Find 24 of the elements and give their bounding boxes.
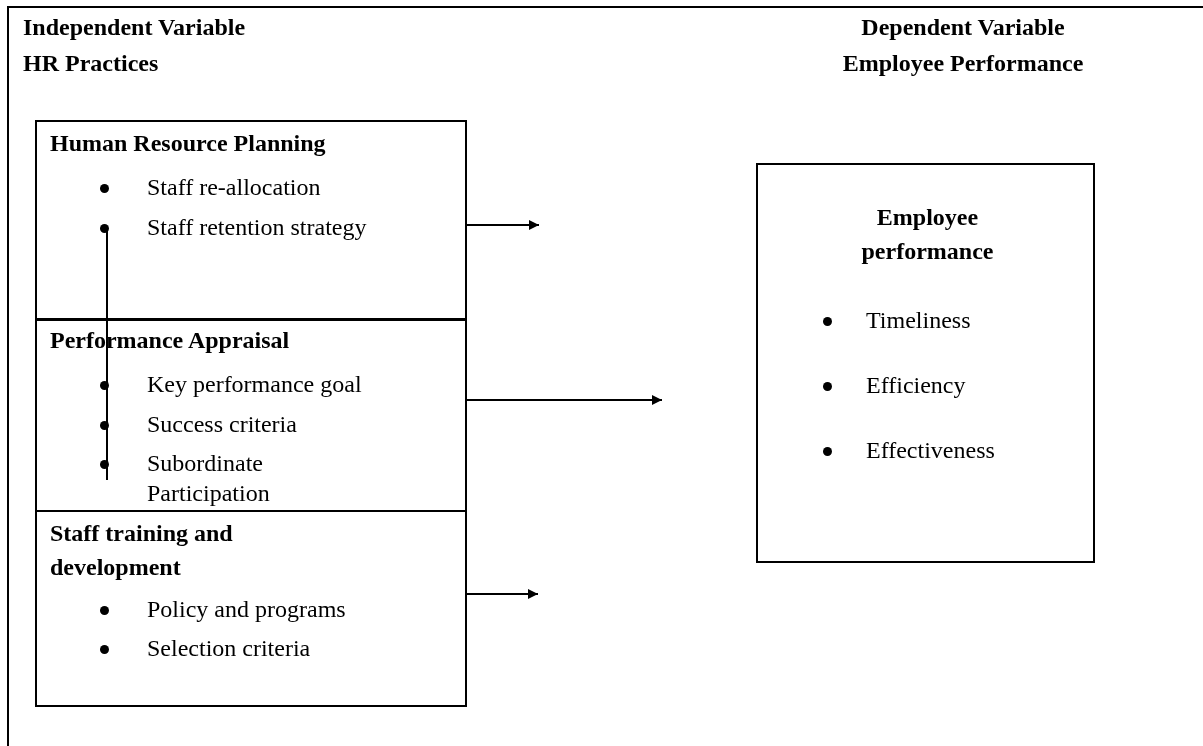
bullet-item: Policy and programs [147, 595, 347, 624]
bullet-item: Success criteria [147, 410, 298, 439]
arrow [466, 589, 539, 599]
bullet-item: Efficiency [866, 371, 967, 400]
variable-heading: Independent Variable [23, 13, 246, 42]
bullet-item: Timeliness [866, 306, 972, 335]
bullet-item: Selection criteria [147, 634, 312, 663]
bullet-item: Subordinate Participation [147, 449, 271, 508]
variable-heading: Dependent Variable [861, 13, 1065, 42]
box-heading: Human Resource Planning [50, 129, 327, 158]
bullet-item: Effectiveness [866, 436, 996, 465]
arrow [466, 395, 663, 405]
box-heading: Staff training and development [50, 519, 234, 582]
box-heading: Employee performance [860, 203, 995, 266]
arrow [466, 220, 540, 230]
bullet-item: Staff retention strategy [147, 213, 368, 242]
bullet-item: Key performance goal [147, 370, 363, 399]
category-box [35, 120, 467, 320]
variable-heading: Employee Performance [842, 49, 1084, 78]
category-box [35, 510, 467, 707]
category-box [35, 319, 467, 512]
bullet-item: Staff re-allocation [147, 173, 322, 202]
category-box [756, 163, 1095, 563]
variable-heading: HR Practices [23, 49, 159, 78]
